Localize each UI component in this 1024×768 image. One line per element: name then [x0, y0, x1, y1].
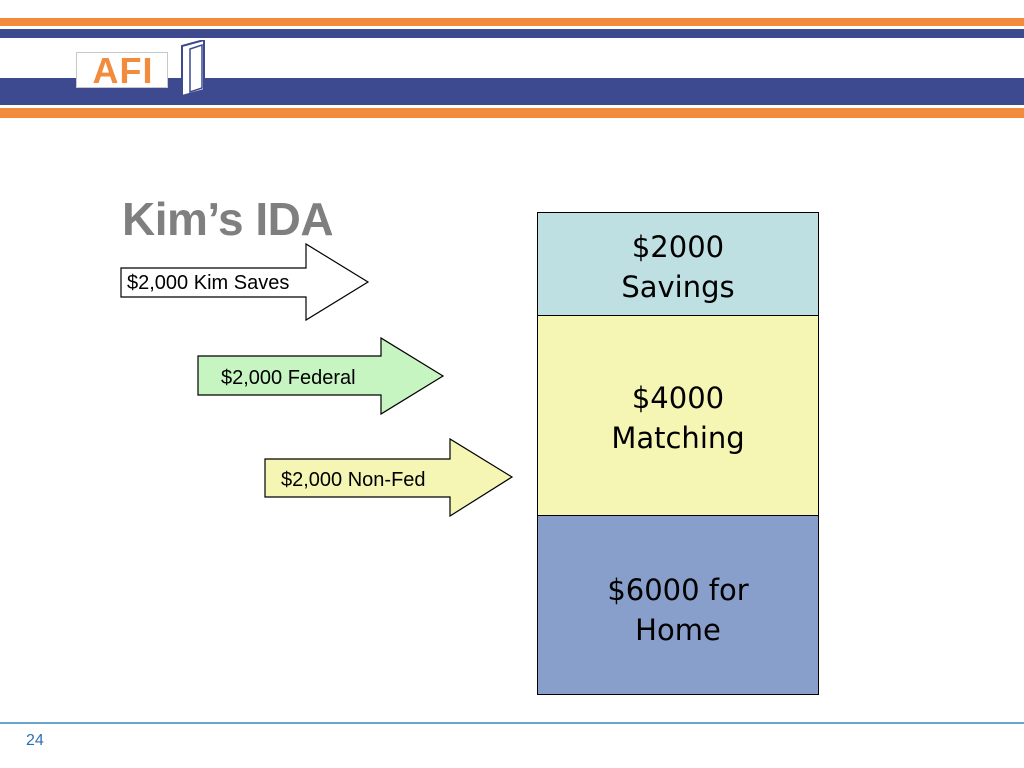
arrow-non-fed: [264, 437, 514, 518]
segment-savings-label: Savings: [621, 270, 735, 304]
segment-home-amount: $6000 for: [607, 573, 749, 607]
arrow-federal: [197, 336, 445, 416]
arrow-label-kim-saves: $2,000 Kim Saves: [127, 272, 290, 294]
page-number: 24: [26, 732, 44, 749]
door-icon: [181, 40, 205, 96]
segment-matching-amount: $4000: [631, 381, 725, 415]
arrow-label-federal: $2,000 Federal: [221, 367, 356, 389]
footer-divider: [0, 722, 1024, 724]
arrow-kim-saves: [120, 242, 370, 322]
stack-segment-savings: $2000 Savings: [537, 212, 819, 316]
afi-logo-text: AFI: [92, 50, 154, 91]
stack-segment-home: $6000 for Home: [537, 515, 819, 695]
segment-savings-amount: $2000: [631, 230, 725, 264]
header-navy-stripe-top: [0, 29, 1024, 38]
slide-title: Kim’s IDA: [122, 193, 334, 245]
stack-segment-matching: $4000 Matching: [537, 315, 819, 516]
header-navy-stripe-bottom: [0, 78, 1024, 105]
header-orange-stripe-bottom: [0, 108, 1024, 118]
ida-stack: $2000 Savings $4000 Matching $6000 for H…: [537, 212, 819, 695]
segment-home-label: Home: [635, 613, 721, 647]
afi-logo: AFI: [76, 50, 168, 91]
segment-matching-label: Matching: [611, 421, 745, 455]
header-orange-stripe-top: [0, 18, 1024, 26]
arrow-label-non-fed: $2,000 Non-Fed: [281, 469, 426, 491]
